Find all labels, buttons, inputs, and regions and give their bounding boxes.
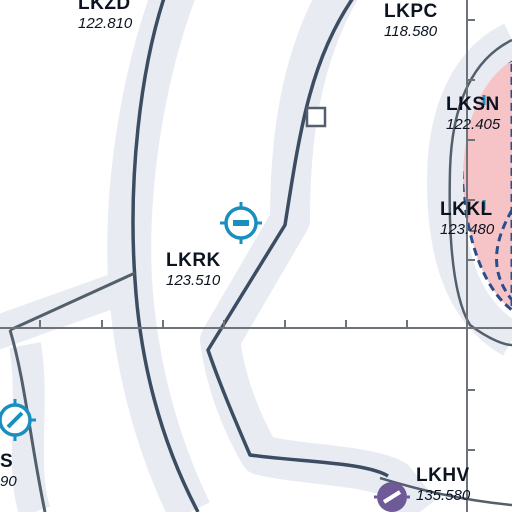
- airfield-code: LKPC: [384, 1, 438, 22]
- airspace-boundary-west: [9, 271, 136, 332]
- airspace-boundary-ctr: [206, 0, 389, 478]
- airfield-code: LKRK: [166, 250, 221, 271]
- airfield-code: LKKL: [440, 199, 493, 220]
- airfield-label-lkhv: LKHV 135.580: [416, 466, 470, 503]
- airfield-icon[interactable]: [0, 399, 36, 441]
- airfield-label-lksn: LKSN 122.405: [446, 95, 500, 132]
- airfield-frequency: 122.810: [78, 15, 133, 32]
- airspace-boundary-tma: [131, 0, 200, 512]
- airfield-frequency: 123.510: [166, 272, 221, 289]
- airfield-code: S: [0, 451, 14, 472]
- airfield-label-lkzd: LKZD 122.810: [78, 0, 132, 31]
- airfield-frequency: 123.480: [440, 221, 495, 238]
- heliport-icon[interactable]: [374, 482, 410, 512]
- airfield-code: LKHV: [416, 465, 470, 486]
- airfield-code: LKSN: [446, 94, 500, 115]
- airspace-boundary-south: [379, 476, 512, 507]
- airfield-label-lkrk: LKRK 123.510: [166, 251, 221, 288]
- airspace-band-south: [9, 342, 51, 512]
- airfield-frequency: 122.405: [446, 116, 501, 133]
- airfield-label-lkkl: LKKL 123.480: [440, 200, 494, 237]
- airfield-icon[interactable]: [220, 202, 262, 244]
- airspace-band-inner: [200, 0, 436, 512]
- airfield-label-lkpc: LKPC 118.580: [384, 2, 438, 39]
- airfield-code: LKZD: [78, 0, 131, 14]
- airspace-band-west: [0, 268, 136, 350]
- reporting-point-icon[interactable]: [305, 106, 327, 128]
- airfield-frequency: 135.580: [416, 487, 471, 504]
- airfield-label-partial: S 90: [0, 452, 17, 489]
- airspace-band-outer: [107, 0, 210, 512]
- restricted-zone-inner: [495, 209, 512, 301]
- airfield-frequency: 118.580: [384, 23, 438, 40]
- airfield-frequency: 90: [0, 473, 17, 490]
- airspace-boundary-east: [448, 38, 512, 347]
